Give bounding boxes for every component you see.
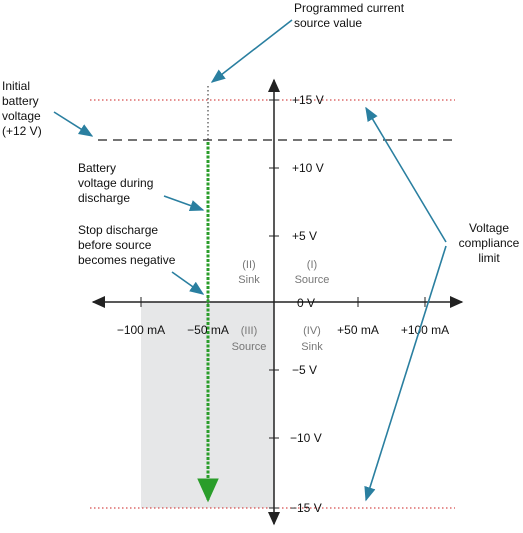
compliance-annotation: Voltage compliance limit: [459, 221, 520, 265]
compliance-arrow-lower: [364, 245, 447, 502]
quadrant-iv-number: (IV): [303, 325, 321, 337]
quadrant-ii-role: Sink: [238, 274, 260, 286]
annotation-line: Voltage: [469, 221, 509, 235]
annotation-line: limit: [478, 251, 500, 265]
y-tick-label: +5 V: [292, 229, 317, 243]
y-tick-label: −5 V: [292, 363, 317, 377]
annotation-line: becomes negative: [78, 253, 176, 267]
programmed-current-annotation: Programmed current source value: [294, 1, 405, 30]
quadrant-iv-role: Sink: [301, 341, 323, 353]
compliance-arrow-upper: [365, 106, 447, 243]
quadrant-i-role: Source: [295, 274, 330, 286]
quadrant-iii-number: (III): [241, 325, 258, 337]
quadrant-i-number: (I): [307, 259, 317, 271]
annotation-line: Programmed current: [294, 1, 405, 15]
annotation-line: before source: [78, 238, 152, 252]
y-tick-label: +15 V: [292, 93, 324, 107]
annotation-line: source value: [294, 16, 362, 30]
annotation-line: voltage: [2, 109, 41, 123]
annotation-line: Initial: [2, 79, 30, 93]
x-tick-label: −50 mA: [187, 323, 229, 337]
y-tick-label: 0 V: [297, 296, 315, 310]
quadrant-ii-number: (II): [242, 259, 255, 271]
annotation-line: discharge: [78, 191, 130, 205]
x-tick-labels: −100 mA −50 mA +50 mA +100 mA: [117, 323, 449, 337]
x-tick-label: +50 mA: [337, 323, 379, 337]
y-tick-label: −15 V: [290, 501, 322, 515]
stop-discharge-annotation: Stop discharge before source becomes neg…: [78, 223, 176, 267]
y-tick-label: −10 V: [290, 431, 322, 445]
x-tick-label: +100 mA: [401, 323, 449, 337]
initial-battery-annotation: Initial battery voltage (+12 V): [2, 79, 42, 138]
initial-battery-arrow: [53, 111, 94, 137]
quadrant-iii-role: Source: [232, 341, 267, 353]
y-axis-ticks: [269, 99, 279, 509]
annotation-line: Stop discharge: [78, 223, 158, 237]
x-tick-label: −100 mA: [117, 323, 165, 337]
programmed-current-arrow: [210, 19, 293, 83]
y-tick-label: +10 V: [292, 161, 324, 175]
annotation-line: battery: [2, 94, 39, 108]
annotation-line: Battery: [78, 161, 116, 175]
annotation-line: (+12 V): [2, 124, 42, 138]
y-tick-labels: +15 V +10 V +5 V 0 V −5 V −10 V −15 V: [290, 93, 324, 515]
annotation-line: voltage during: [78, 176, 153, 190]
battery-discharge-arrow: [163, 195, 205, 212]
quadrant-labels: (I) Source (II) Sink (III) Source (IV) S…: [232, 259, 330, 353]
annotation-line: compliance: [459, 236, 520, 250]
stop-discharge-arrow: [171, 271, 205, 295]
battery-discharge-annotation: Battery voltage during discharge: [78, 161, 153, 205]
